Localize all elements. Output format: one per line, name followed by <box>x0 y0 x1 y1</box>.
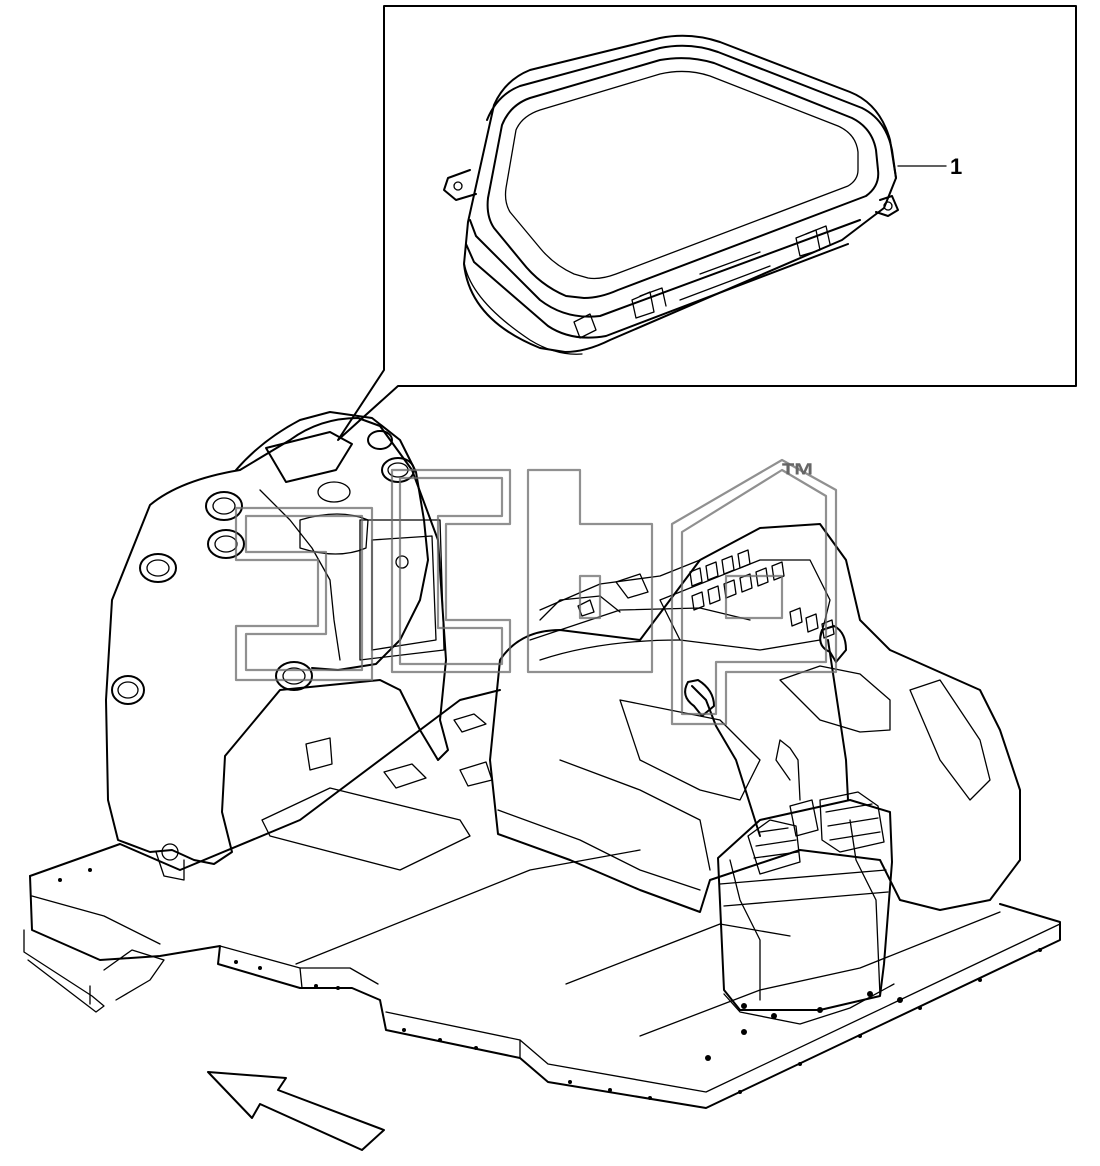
watermark: ™ <box>234 455 838 726</box>
direction-arrow-icon <box>207 1071 385 1151</box>
detail-inset <box>337 5 1077 441</box>
floor-plate <box>23 689 1061 1109</box>
air-vents <box>111 430 415 705</box>
seat-base <box>489 523 1021 913</box>
rivets <box>58 868 1042 1100</box>
seat-back-grid <box>689 549 835 639</box>
joystick-console <box>684 625 895 1025</box>
callout-label-1: 1 <box>950 154 962 179</box>
trademark-symbol: ™ <box>780 455 816 496</box>
instrument-cluster[interactable] <box>443 34 947 355</box>
front-console <box>105 411 449 881</box>
